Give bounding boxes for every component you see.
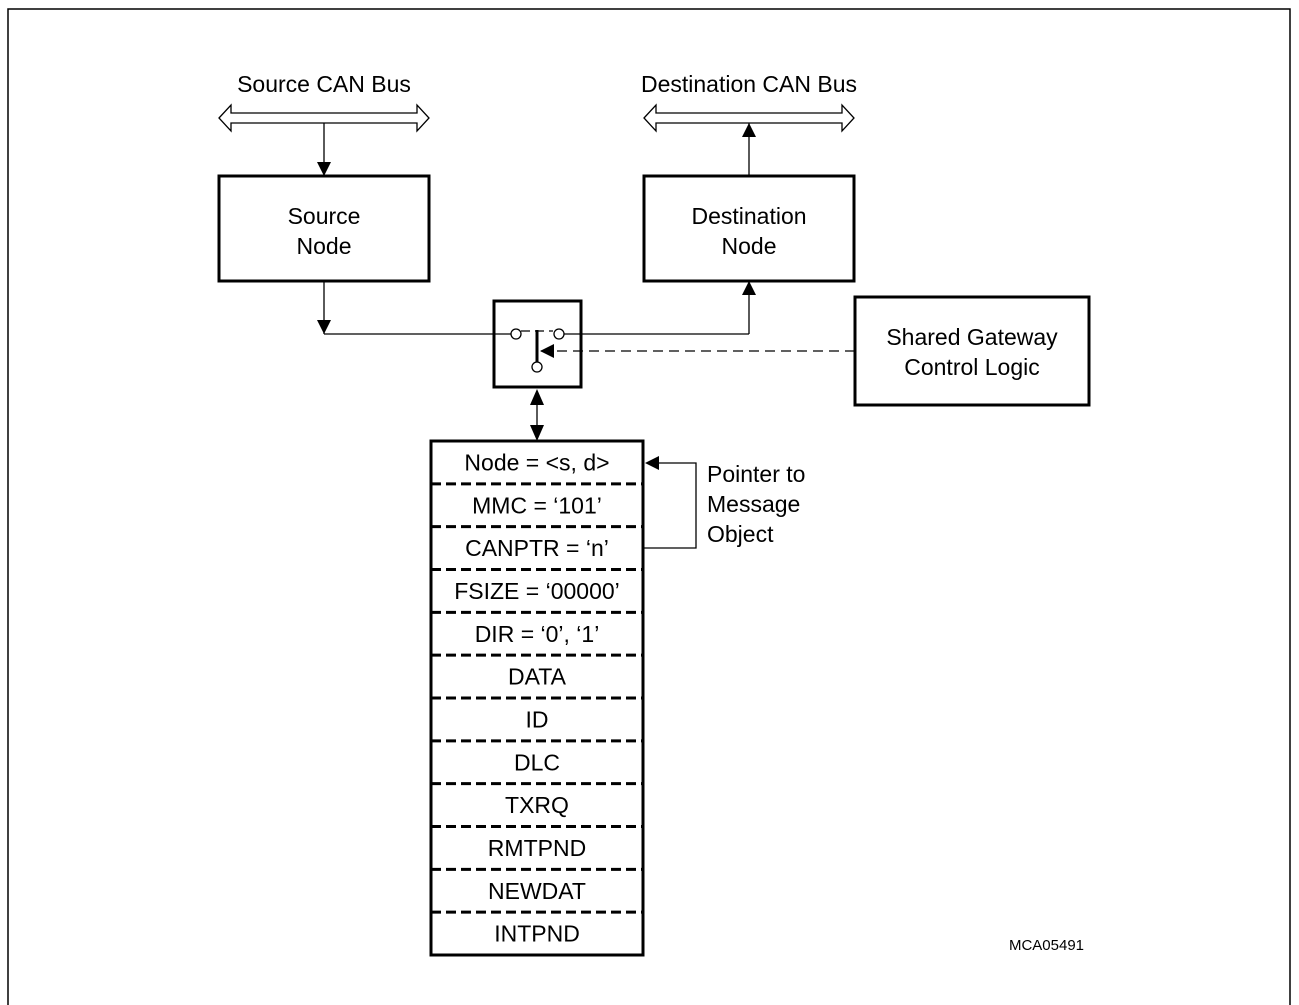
- double-arrow-top-head: [530, 389, 544, 405]
- switch-right-contact: [553, 328, 565, 340]
- message-object-rows: Node = <s, d> MMC = ‘101’ CANPTR = ‘n’ FSIZ…: [431, 449, 643, 947]
- message-object-field: CANPTR = ‘n’: [465, 535, 609, 561]
- destination-bus-arrow: [643, 103, 855, 133]
- message-object-field: RMTPND: [488, 835, 586, 861]
- switch-left-contact: [510, 328, 522, 340]
- destination-node-label-line2: Node: [722, 233, 777, 259]
- message-object-field: DIR = ‘0’, ‘1’: [475, 621, 600, 647]
- destination-bus-label: Destination CAN Bus: [641, 71, 857, 97]
- message-object-field: Node = <s, d>: [464, 449, 609, 475]
- source-bus-arrow: [218, 103, 430, 133]
- message-object-field: DLC: [514, 749, 560, 775]
- message-object-field: INTPND: [494, 921, 580, 947]
- message-object-field: NEWDAT: [488, 878, 586, 904]
- figure-id: MCA05491: [1009, 937, 1084, 954]
- pointer-annotation-line3: Object: [707, 521, 774, 547]
- message-object-field: FSIZE = ‘00000’: [454, 578, 620, 604]
- message-object-field: ID: [526, 706, 549, 732]
- source-node-label-line1: Source: [288, 203, 361, 229]
- figure-frame: [7, 8, 1291, 1005]
- gateway-logic-label-line1: Shared Gateway: [886, 324, 1058, 350]
- message-object-field: DATA: [508, 664, 567, 690]
- destination-node-label-line1: Destination: [691, 203, 806, 229]
- gateway-logic-box: [853, 295, 1091, 407]
- source-node-label-line2: Node: [297, 233, 352, 259]
- source-bus-label: Source CAN Bus: [237, 71, 411, 97]
- source-node-box: [217, 174, 431, 283]
- pointer-arrow-head: [645, 456, 659, 470]
- message-object-field: TXRQ: [505, 792, 569, 818]
- pointer-annotation-line1: Pointer to: [707, 461, 805, 487]
- pointer-annotation-line2: Message: [707, 491, 800, 517]
- message-object-field: MMC = ‘101’: [472, 492, 602, 518]
- gateway-logic-label-line2: Control Logic: [904, 354, 1040, 380]
- destination-node-box: [642, 174, 856, 283]
- double-arrow-bottom-head: [530, 425, 544, 441]
- pointer-bracket-line: [643, 462, 697, 549]
- switch-bottom-contact: [531, 361, 543, 373]
